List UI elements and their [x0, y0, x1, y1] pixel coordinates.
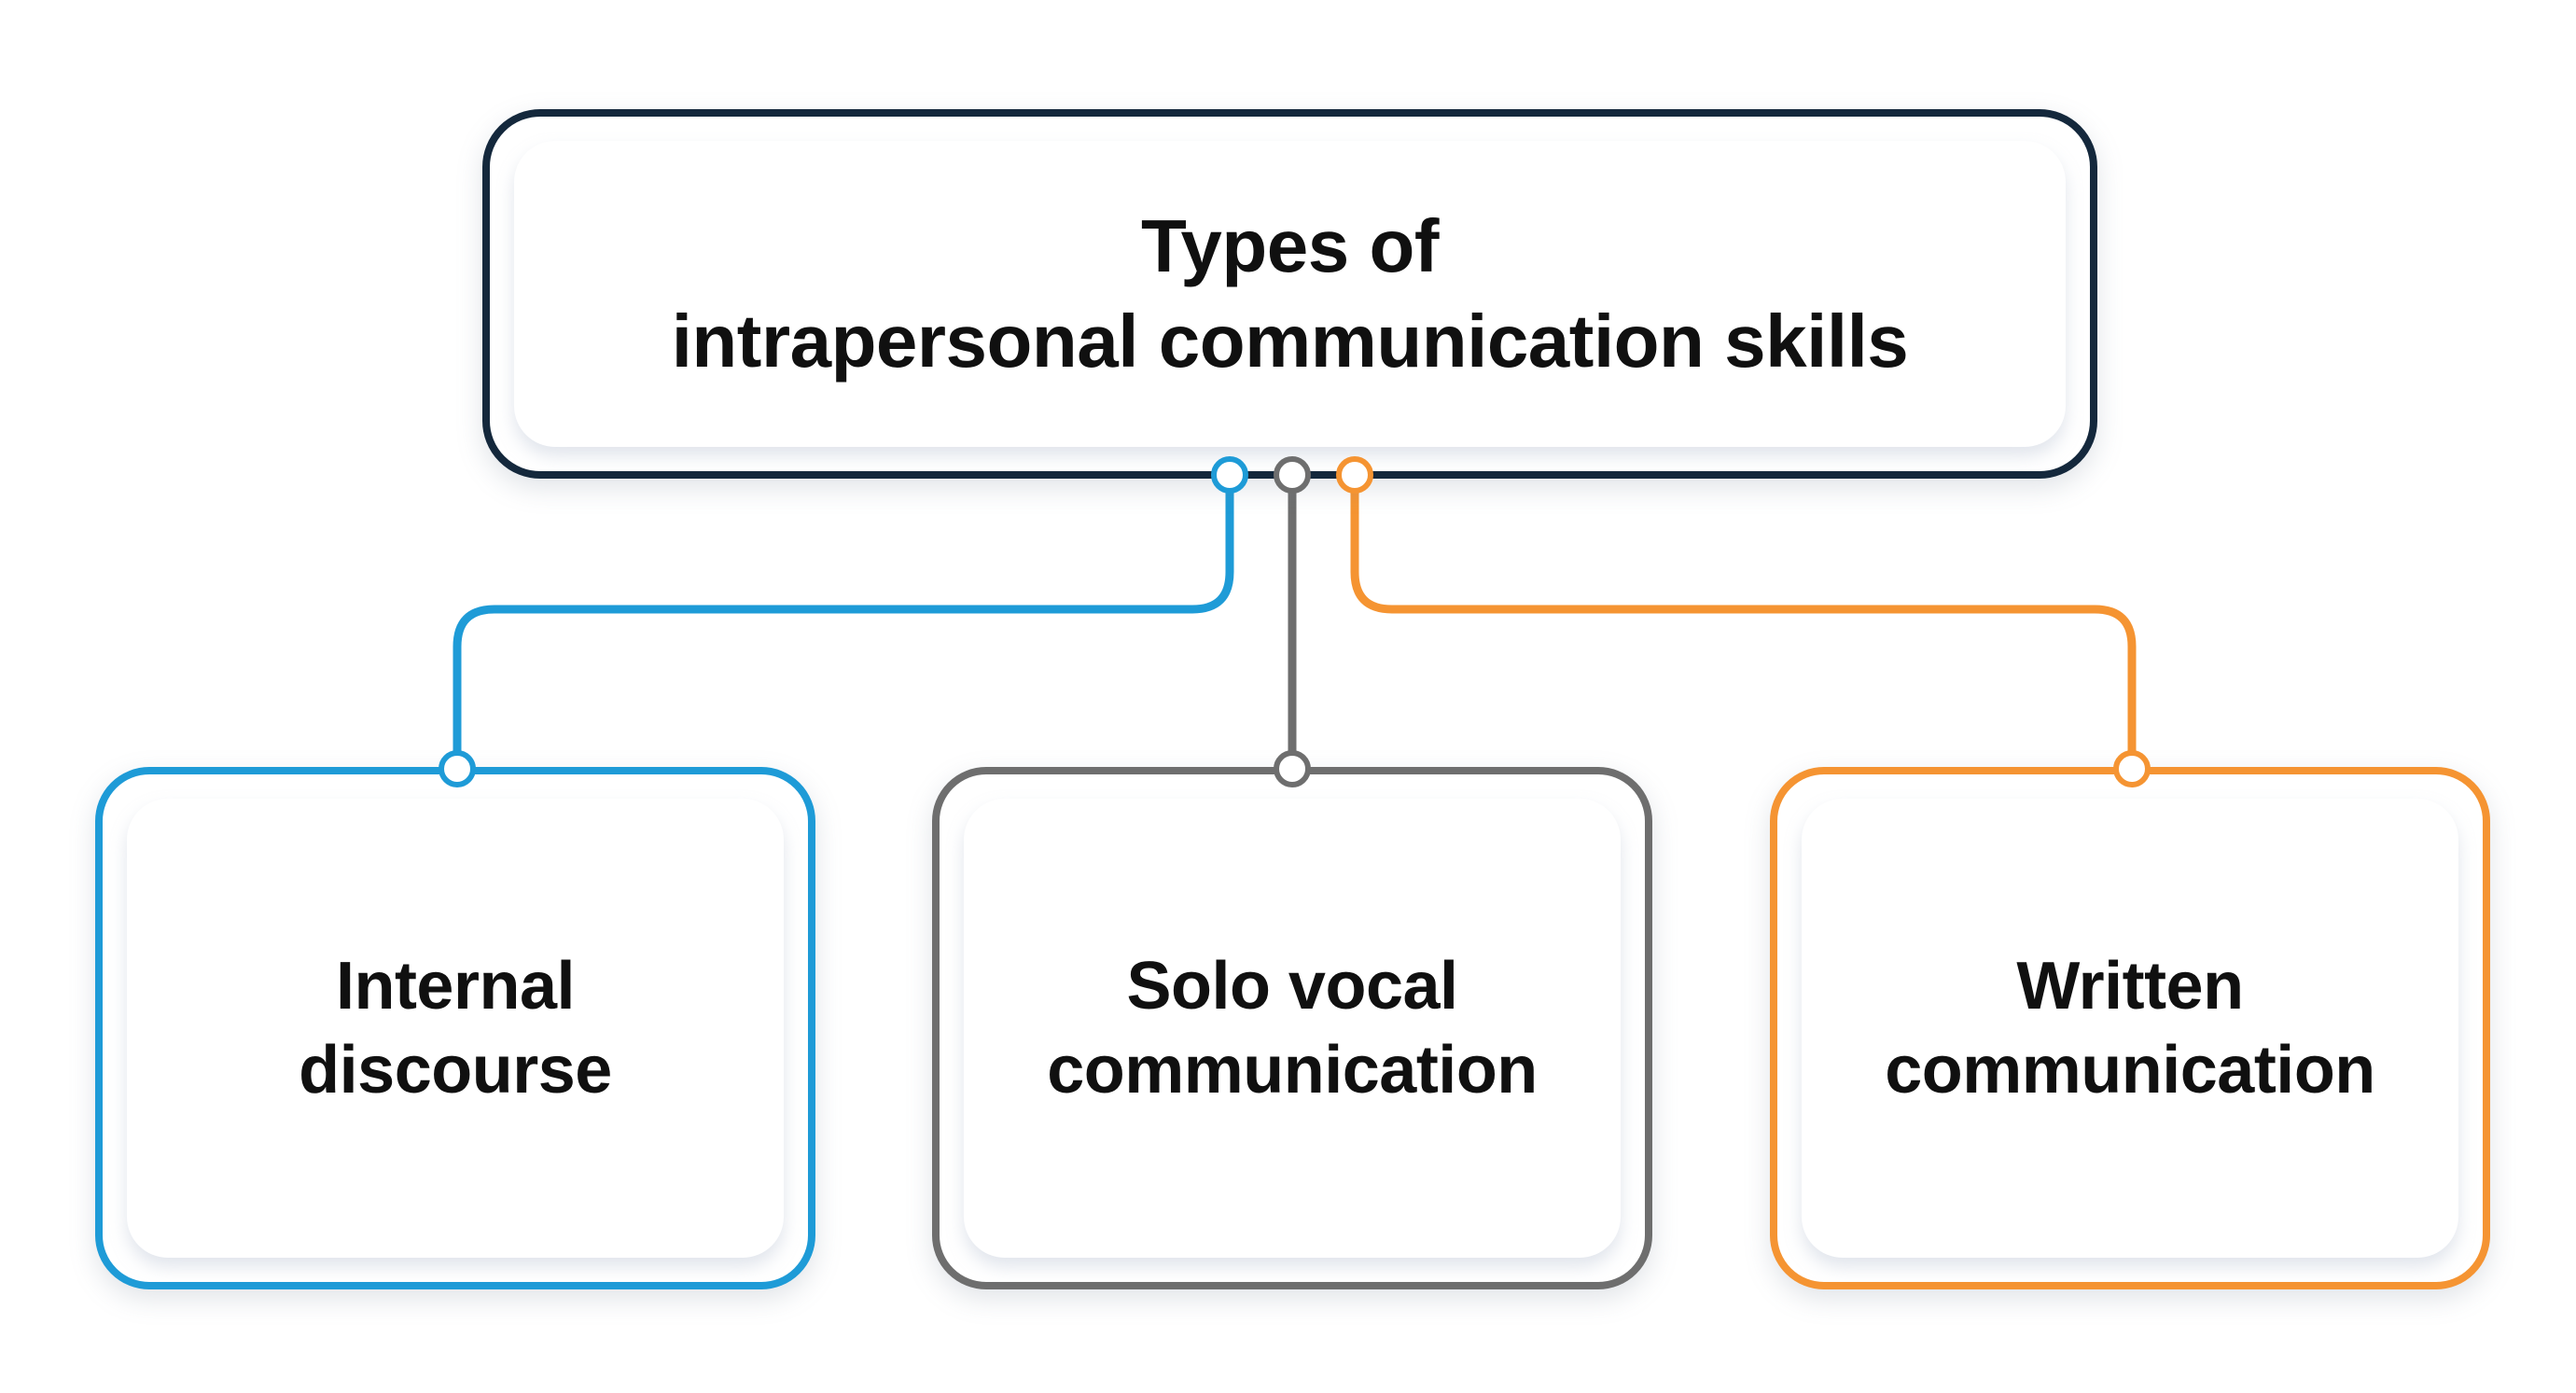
box-internal-discourse-line-1: Internal: [335, 949, 576, 1024]
box-solo-vocal-communication-line-2: communication: [1047, 1033, 1538, 1107]
dot-internal-discourse-top: [1211, 456, 1248, 494]
box-solo-vocal-communication-inner: Solo vocal communication: [964, 799, 1621, 1258]
dot-internal-discourse-bottom: [439, 750, 476, 787]
box-internal-discourse: Internal discourse: [95, 767, 815, 1289]
root-box: Types of intrapersonal communication ski…: [482, 109, 2097, 479]
dot-solo-vocal-communication-top: [1274, 456, 1311, 494]
connector-internal-discourse: [453, 474, 1234, 772]
box-written-communication: Written communication: [1770, 767, 2490, 1289]
box-written-communication-line-2: communication: [1885, 1033, 2375, 1107]
box-written-communication-line-1: Written: [2016, 949, 2244, 1024]
box-internal-discourse-inner: Internal discourse: [127, 799, 784, 1258]
box-solo-vocal-communication: Solo vocal communication: [932, 767, 1652, 1289]
dot-written-communication-bottom: [2113, 750, 2151, 787]
connector-written-communication: [1350, 474, 2137, 772]
root-title-line-1: Types of: [1140, 204, 1440, 287]
box-written-communication-inner: Written communication: [1802, 799, 2458, 1258]
dot-solo-vocal-communication-bottom: [1274, 750, 1311, 787]
root-box-inner: Types of intrapersonal communication ski…: [514, 141, 2066, 447]
box-internal-discourse-line-2: discourse: [299, 1033, 612, 1107]
dot-written-communication-top: [1336, 456, 1373, 494]
box-solo-vocal-communication-line-1: Solo vocal: [1126, 949, 1458, 1024]
root-title-line-2: intrapersonal communication skills: [671, 299, 1909, 383]
